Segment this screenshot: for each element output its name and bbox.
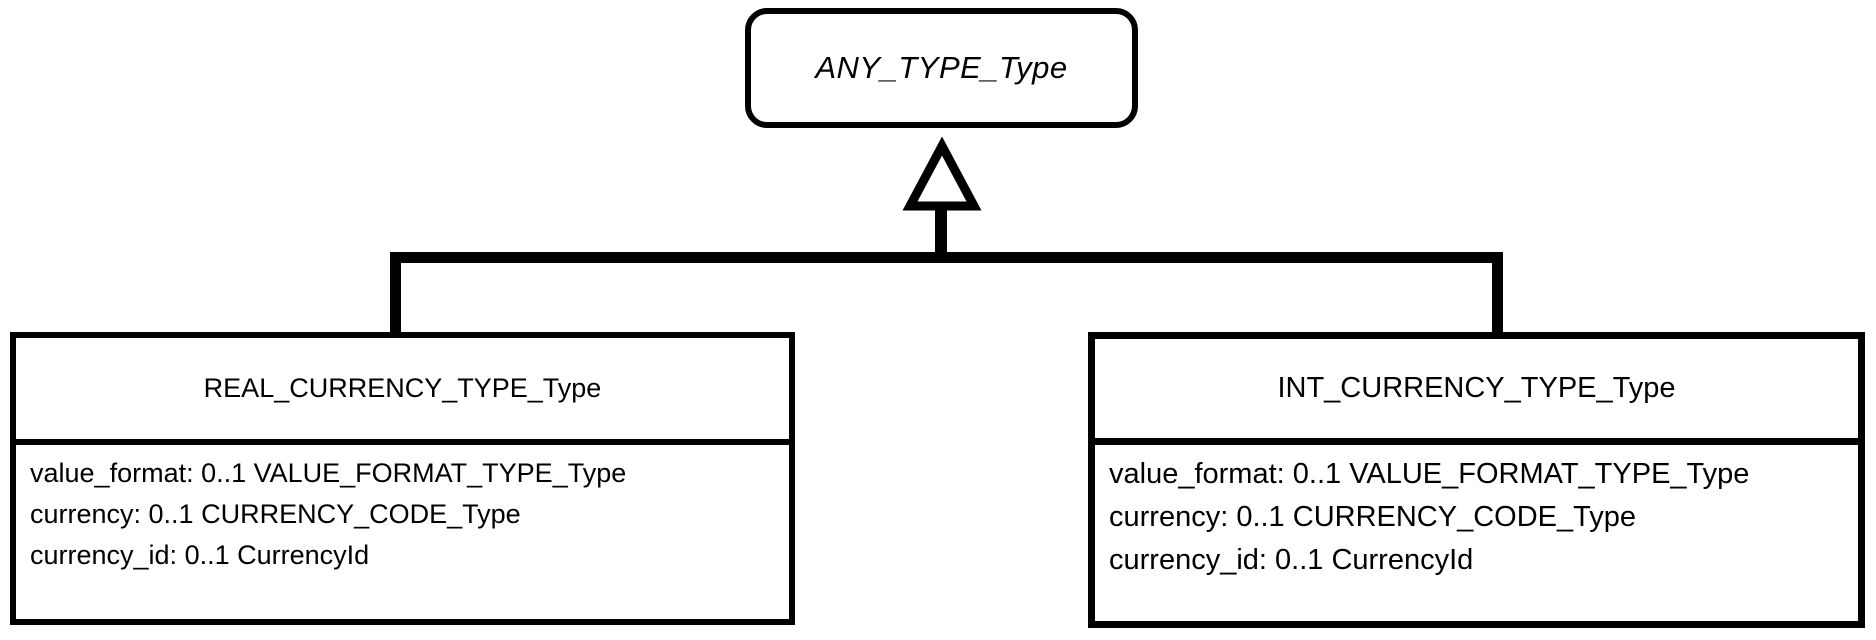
generalization-drop-left bbox=[390, 252, 401, 336]
generalization-stem bbox=[935, 200, 947, 260]
attribute-row: currency: 0..1 CURRENCY_CODE_Type bbox=[30, 499, 521, 529]
class-box-real-currency-type[interactable]: REAL_CURRENCY_TYPE_Type value_format: 0.… bbox=[10, 332, 795, 625]
class-name-real-currency-type: REAL_CURRENCY_TYPE_Type bbox=[16, 338, 789, 445]
class-box-int-currency-type[interactable]: INT_CURRENCY_TYPE_Type value_format: 0..… bbox=[1088, 332, 1865, 628]
attribute-row: currency_id: 0..1 CurrencyId bbox=[30, 540, 370, 570]
attribute-row: currency: 0..1 CURRENCY_CODE_Type bbox=[1109, 501, 1637, 533]
class-name-any-type: ANY_TYPE_Type bbox=[815, 50, 1068, 85]
attribute-row: value_format: 0..1 VALUE_FORMAT_TYPE_Typ… bbox=[30, 458, 627, 488]
class-box-any-type[interactable]: ANY_TYPE_Type bbox=[745, 8, 1138, 128]
attribute-compartment-int: value_format: 0..1 VALUE_FORMAT_TYPE_Typ… bbox=[1095, 445, 1858, 621]
attribute-compartment-real: value_format: 0..1 VALUE_FORMAT_TYPE_Typ… bbox=[16, 445, 789, 619]
generalization-drop-right bbox=[1492, 252, 1503, 336]
class-name-int-currency-type: INT_CURRENCY_TYPE_Type bbox=[1095, 339, 1858, 445]
attribute-row: currency_id: 0..1 CurrencyId bbox=[1109, 544, 1474, 576]
attribute-row: value_format: 0..1 VALUE_FORMAT_TYPE_Typ… bbox=[1109, 458, 1750, 490]
generalization-hollow-triangle-icon bbox=[902, 136, 982, 211]
generalization-horizontal-bus bbox=[390, 252, 1503, 263]
